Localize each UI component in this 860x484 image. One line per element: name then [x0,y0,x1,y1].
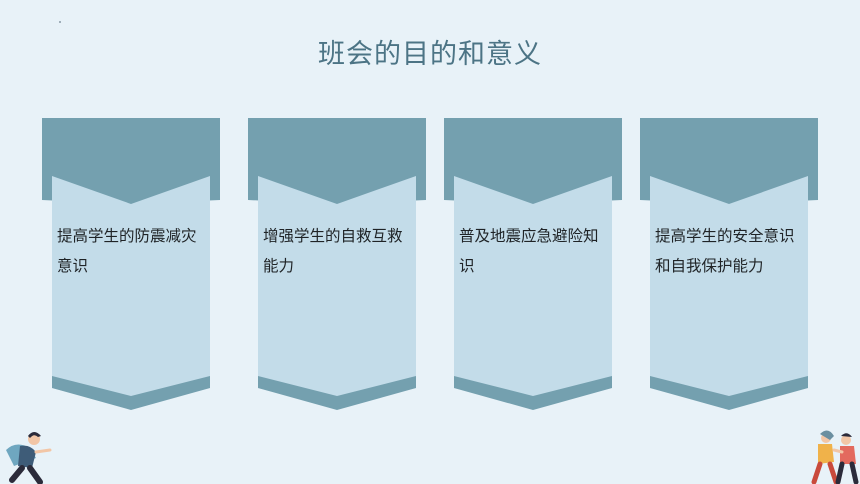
card-banner-shape [248,118,426,410]
running-person-left-icon [6,432,52,484]
purpose-card-1: 提高学生的防震减灾意识 [42,118,220,413]
running-people-right-icon [811,430,859,484]
card-text-1: 提高学生的防震减灾意识 [57,227,197,275]
purpose-card-4: 提高学生的安全意识和自我保护能力 [640,118,818,413]
card-banner-shape [444,118,622,410]
slide-title: 班会的目的和意义 [318,39,542,70]
purpose-card-3: 普及地震应急避险知识 [444,118,622,413]
card-text-4: 提高学生的安全意识和自我保护能力 [655,227,795,275]
card-text-3: 普及地震应急避险知识 [459,227,599,275]
card-banner-shape [42,118,220,410]
purpose-card-2: 增强学生的自救互救能力 [248,118,426,413]
card-banner-shape [640,118,818,410]
card-text-2: 增强学生的自救互救能力 [263,227,403,275]
decorative-dot [59,21,61,23]
